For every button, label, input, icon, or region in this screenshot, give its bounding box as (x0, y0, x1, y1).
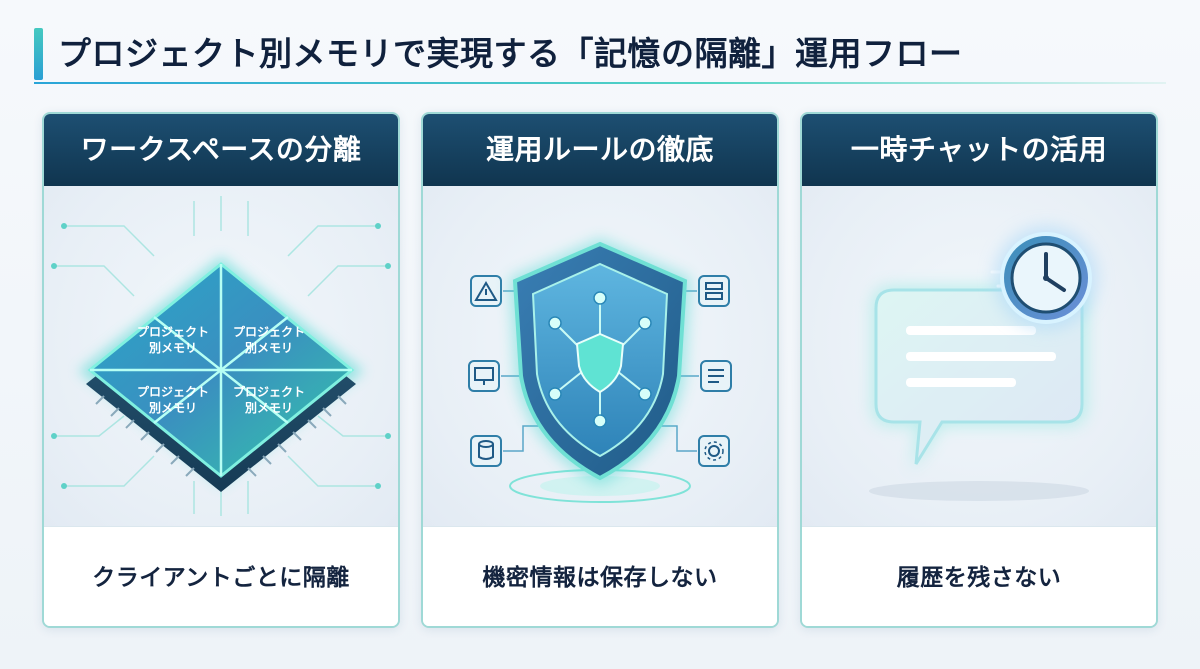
settings-icon (698, 435, 730, 467)
chat-illustration (802, 186, 1156, 526)
card-operation-rules: 運用ルールの徹底 (421, 112, 779, 628)
chip-illustration: プロジェクト 別メモリ プロジェクト 別メモリ プロジェクト 別メモリ プロジェ… (44, 186, 398, 526)
card-caption: 機密情報は保存しない (423, 526, 777, 626)
chip-label-tl-line1: プロジェクト (137, 324, 209, 339)
title-underline (34, 82, 1166, 84)
title-accent-bar (34, 28, 43, 80)
card-workspace-separation: ワークスペースの分離 (42, 112, 400, 628)
card-header: 一時チャットの活用 (802, 114, 1156, 186)
clock-icon (1000, 232, 1092, 324)
shield-icon (575, 332, 625, 394)
chip-label-br-line1: プロジェクト (233, 384, 305, 399)
warning-icon (470, 275, 502, 307)
card-header: 運用ルールの徹底 (423, 114, 777, 186)
card-caption: 履歴を残さない (802, 526, 1156, 626)
chat-clock-illustration (869, 226, 1098, 501)
page-title: プロジェクト別メモリで実現する「記憶の隔離」運用フロー (58, 34, 963, 73)
chip-label-tr-line1: プロジェクト (233, 324, 305, 339)
shield-illustration (423, 186, 777, 526)
card-header: ワークスペースの分離 (44, 114, 398, 186)
chip-label-bl-line2: 別メモリ (148, 401, 197, 415)
monitor-icon (468, 360, 500, 392)
chip-label-tl-line2: 別メモリ (148, 341, 197, 355)
title-bar: プロジェクト別メモリで実現する「記憶の隔離」運用フロー (34, 22, 1166, 84)
server-icon (698, 275, 730, 307)
database-icon (470, 435, 502, 467)
chip-memory-icon: プロジェクト 別メモリ プロジェクト 別メモリ プロジェクト 別メモリ プロジェ… (51, 196, 391, 516)
card-temporary-chat: 一時チャットの活用 (800, 112, 1158, 628)
chip-label-tr-line2: 別メモリ (244, 341, 293, 355)
chip-label-bl-line1: プロジェクト (137, 384, 209, 399)
document-icon (700, 360, 732, 392)
shield-network-icon (468, 238, 732, 503)
card-caption: クライアントごとに隔離 (44, 526, 398, 626)
chip-label-br-line2: 別メモリ (244, 401, 293, 415)
